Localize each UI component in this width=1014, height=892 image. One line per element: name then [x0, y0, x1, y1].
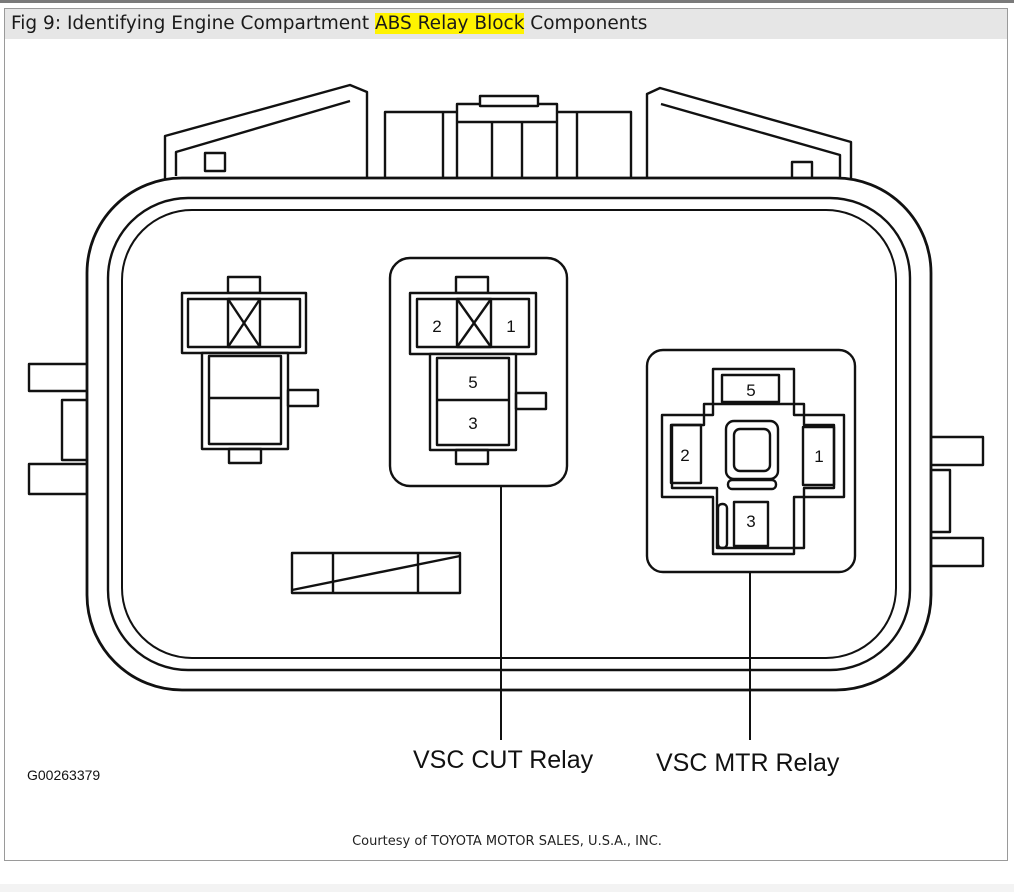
cut-pin-3: 3 — [468, 414, 477, 433]
fuse-element — [290, 551, 462, 595]
figure-caption: Fig 9: Identifying Engine Compartment AB… — [5, 9, 1007, 39]
unlabeled-relay-socket — [180, 275, 320, 465]
cut-pin-5: 5 — [468, 373, 477, 392]
cut-pin-2: 2 — [432, 317, 441, 336]
left-side-tabs — [27, 362, 96, 496]
vsc-cut-relay-label: VSC CUT Relay — [413, 746, 594, 774]
caption-prefix: Fig 9: Identifying Engine Compartment — [11, 13, 376, 34]
housing-inner-rim — [106, 196, 912, 672]
mtr-pin-2: 2 — [680, 446, 689, 465]
figure-code: G00263379 — [27, 767, 100, 783]
right-mount-bracket — [645, 86, 853, 192]
mtr-pin-3: 3 — [746, 512, 755, 531]
caption-highlight[interactable]: ABS Relay Block — [375, 13, 525, 34]
cut-pin-1: 1 — [506, 317, 515, 336]
vsc-cut-relay-socket[interactable] — [388, 256, 569, 488]
top-connector — [383, 94, 633, 186]
top-border — [0, 0, 1014, 3]
caption-suffix: Components — [524, 13, 648, 34]
mtr-pin-1: 1 — [814, 447, 823, 466]
bottom-strip — [0, 884, 1014, 892]
housing-inner-panel — [121, 209, 897, 659]
vsc-mtr-relay-label: VSC MTR Relay — [656, 749, 840, 777]
left-mount-bracket — [163, 83, 369, 190]
credit-line: Courtesy of TOYOTA MOTOR SALES, U.S.A., … — [352, 834, 662, 849]
mtr-pin-5: 5 — [746, 381, 755, 400]
